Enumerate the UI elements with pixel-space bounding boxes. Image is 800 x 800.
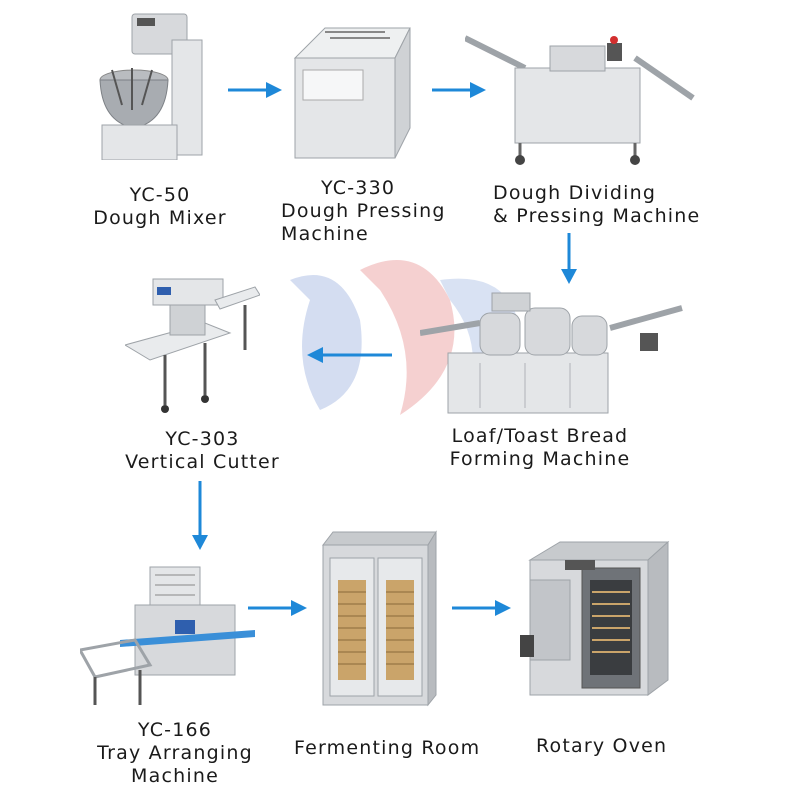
fermenting-name: Fermenting Room — [294, 737, 480, 760]
fermenting-room-image — [318, 530, 438, 710]
dough-pressing-machine-image — [285, 18, 415, 168]
forming-name-2: Forming Machine — [435, 448, 645, 471]
step-label-tray: YC-166 Tray Arranging Machine — [85, 719, 265, 788]
vertical-cutter-image — [125, 275, 260, 420]
step-label-oven: Rotary Oven — [536, 735, 667, 758]
dough-mixer-image — [92, 10, 207, 160]
cutter-model: YC-303 — [110, 428, 295, 451]
step-label-fermenting: Fermenting Room — [294, 737, 480, 760]
pressing-model: YC-330 — [281, 177, 446, 200]
forming-name-1: Loaf/Toast Bread — [435, 425, 645, 448]
pressing-name-1: Dough Pressing — [281, 200, 446, 223]
step-label-dividing: Dough Dividing & Pressing Machine — [493, 182, 700, 228]
arrow-left-1 — [307, 345, 392, 365]
step-label-forming: Loaf/Toast Bread Forming Machine — [435, 425, 645, 471]
tray-name-1: Tray Arranging — [85, 742, 265, 765]
dough-dividing-machine-image — [465, 28, 695, 168]
tray-model: YC-166 — [85, 719, 265, 742]
cutter-name: Vertical Cutter — [110, 451, 295, 474]
arrow-right-3 — [248, 598, 308, 618]
step-label-cutter: YC-303 Vertical Cutter — [110, 428, 295, 474]
dividing-name-1: Dough Dividing — [493, 182, 700, 205]
arrow-down-1 — [559, 233, 579, 285]
pressing-name-2: Machine — [281, 223, 446, 246]
mixer-model: YC-50 — [80, 184, 240, 207]
step-label-mixer: YC-50 Dough Mixer — [80, 184, 240, 230]
arrow-right-1 — [228, 80, 283, 100]
step-label-pressing: YC-330 Dough Pressing Machine — [281, 177, 446, 246]
arrow-down-2 — [190, 481, 210, 551]
bread-forming-machine-image — [420, 288, 685, 423]
dividing-name-2: & Pressing Machine — [493, 205, 700, 228]
tray-arranging-machine-image — [80, 565, 255, 710]
tray-name-2: Machine — [85, 765, 265, 788]
oven-name: Rotary Oven — [536, 735, 667, 758]
rotary-oven-image — [520, 540, 670, 700]
mixer-name: Dough Mixer — [80, 207, 240, 230]
arrow-right-4 — [452, 598, 512, 618]
